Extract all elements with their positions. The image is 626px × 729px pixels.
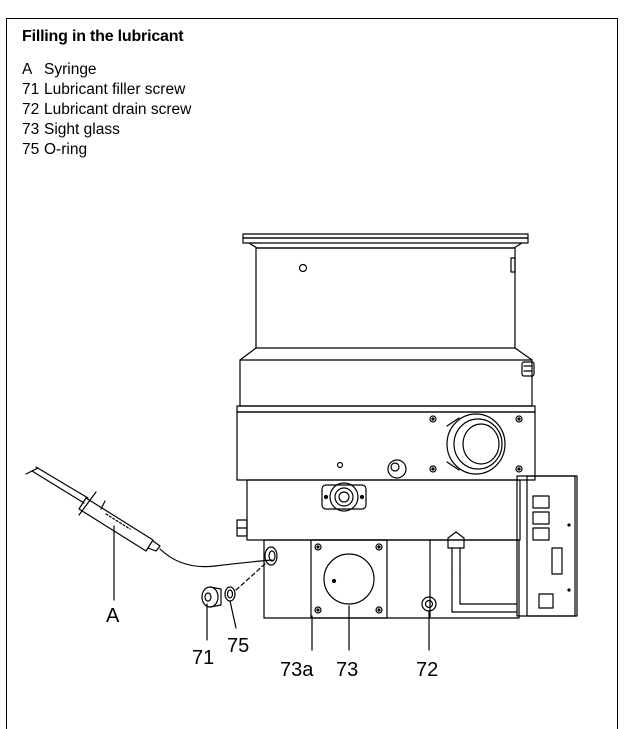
upper-housing xyxy=(239,247,535,407)
lower-body xyxy=(236,479,521,541)
legend-key: A xyxy=(22,61,33,78)
callout-73a: 73a xyxy=(280,659,314,681)
legend-text: Lubricant drain screw xyxy=(44,101,192,118)
electronics-box xyxy=(516,475,578,617)
legend-key: 72 xyxy=(22,101,40,118)
figure-title: Filling in the lubricant xyxy=(22,28,184,45)
legend-text: Lubricant filler screw xyxy=(44,81,186,98)
callout-72: 72 xyxy=(416,659,438,681)
callout-73: 73 xyxy=(336,659,358,681)
figure-frame xyxy=(6,18,618,729)
legend-key: 73 xyxy=(22,121,40,138)
syringe xyxy=(25,466,273,568)
leader-75 xyxy=(229,600,237,629)
legend-text: O-ring xyxy=(44,141,88,158)
legend-key: 75 xyxy=(22,141,40,158)
base-reservoir xyxy=(263,531,520,619)
legend-item-syringe: A Syringe xyxy=(22,60,191,80)
legend-key: 71 xyxy=(22,81,40,98)
legend-text: Sight glass xyxy=(44,121,120,138)
middle-band xyxy=(236,405,536,481)
o-ring xyxy=(224,586,236,602)
filler-screw xyxy=(201,586,222,608)
callout-a: A xyxy=(106,605,120,627)
callout-75: 75 xyxy=(227,635,249,657)
callout-71: 71 xyxy=(192,647,214,669)
legend-text: Syringe xyxy=(44,61,97,78)
assembly-dashed-line xyxy=(235,562,267,591)
top-flange xyxy=(242,233,529,249)
